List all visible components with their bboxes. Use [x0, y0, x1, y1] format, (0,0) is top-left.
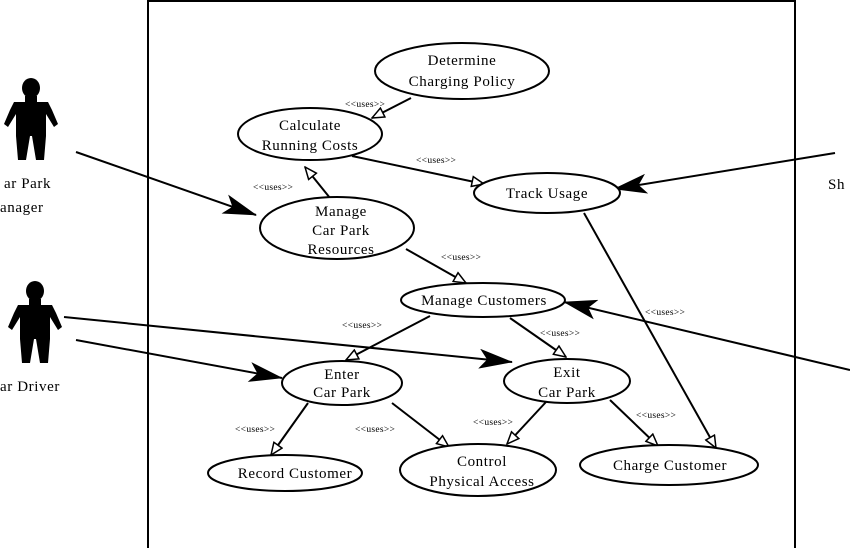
use-case-record-customer: Record Customer — [207, 454, 363, 492]
person-icon — [4, 78, 58, 160]
use-case-label: Car Park — [313, 385, 371, 401]
uses-edge — [509, 317, 566, 357]
association-right-customers — [563, 299, 850, 371]
use-case-enter-car-park: Enter Car Park — [281, 360, 403, 406]
uses-label: <<uses>> — [342, 321, 382, 331]
use-case-track-usage: Track Usage — [473, 172, 621, 214]
uses-edge — [346, 315, 431, 360]
use-case-control-physical-access: Control Physical Access — [399, 443, 557, 497]
use-case-label: Manage Customers — [421, 293, 547, 309]
actor-label: ar Driver — [0, 379, 60, 395]
uses-label: <<uses>> — [645, 308, 685, 318]
uses-edge — [405, 248, 466, 283]
use-case-label: Charge Customer — [613, 458, 727, 474]
use-case-label: Car Park — [538, 385, 596, 401]
actor-car-driver: ar Driver — [0, 281, 62, 395]
stereotype-labels: <<uses>> <<uses>> <<uses>> <<uses>> <<us… — [235, 100, 685, 435]
person-icon — [8, 281, 62, 363]
use-case-label: Charging Policy — [409, 74, 516, 90]
uses-edge — [507, 401, 547, 444]
actor-car-park-manager: ar Park anager — [0, 78, 58, 216]
actor-label: ar Park — [4, 176, 51, 192]
use-case-label: Determine — [428, 53, 497, 69]
use-case-label: Car Park — [312, 223, 370, 239]
uses-label: <<uses>> — [235, 425, 275, 435]
uses-label: <<uses>> — [416, 156, 456, 166]
use-case-label: Record Customer — [238, 466, 352, 482]
uses-edge — [351, 155, 484, 184]
actor-label-partial: Sh — [828, 177, 845, 193]
uses-edge — [609, 399, 658, 446]
use-case-exit-car-park: Exit Car Park — [503, 358, 631, 404]
use-case-manage-customers: Manage Customers — [400, 282, 566, 318]
use-case-label: Enter — [324, 367, 359, 383]
association-driver-enter — [75, 339, 283, 382]
use-case-label: Physical Access — [429, 474, 534, 490]
uses-edge — [372, 97, 412, 119]
associations — [63, 151, 850, 382]
use-case-label: Track Usage — [506, 186, 588, 202]
uses-label: <<uses>> — [441, 253, 481, 263]
uses-relationships — [271, 97, 716, 455]
use-case-determine-charging-policy: Determine Charging Policy — [374, 42, 550, 100]
actor-label: anager — [0, 200, 44, 216]
use-case-label: Calculate — [279, 118, 341, 134]
use-case-calculate-running-costs: Calculate Running Costs — [237, 107, 383, 161]
use-case-label: Exit — [553, 365, 581, 381]
use-case-label: Manage — [315, 204, 367, 220]
association-right-track — [613, 152, 836, 194]
uses-label: <<uses>> — [355, 425, 395, 435]
use-case-label: Running Costs — [262, 138, 359, 154]
uses-edge — [583, 212, 716, 448]
uses-edge — [305, 167, 331, 199]
uses-label: <<uses>> — [345, 100, 385, 110]
uses-label: <<uses>> — [473, 418, 513, 428]
association-manager-resources — [75, 151, 257, 216]
use-case-label: Control — [457, 454, 507, 470]
uses-label: <<uses>> — [253, 183, 293, 193]
association-driver-exit — [63, 316, 513, 369]
use-case-manage-car-park-resources: Manage Car Park Resources — [259, 196, 415, 260]
uses-label: <<uses>> — [540, 329, 580, 339]
use-case-label: Resources — [307, 242, 374, 258]
system-boundary — [147, 0, 796, 548]
uses-label: <<uses>> — [636, 411, 676, 421]
uses-edge — [271, 402, 309, 455]
uses-edge — [391, 402, 449, 447]
use-case-charge-customer: Charge Customer — [579, 444, 759, 486]
